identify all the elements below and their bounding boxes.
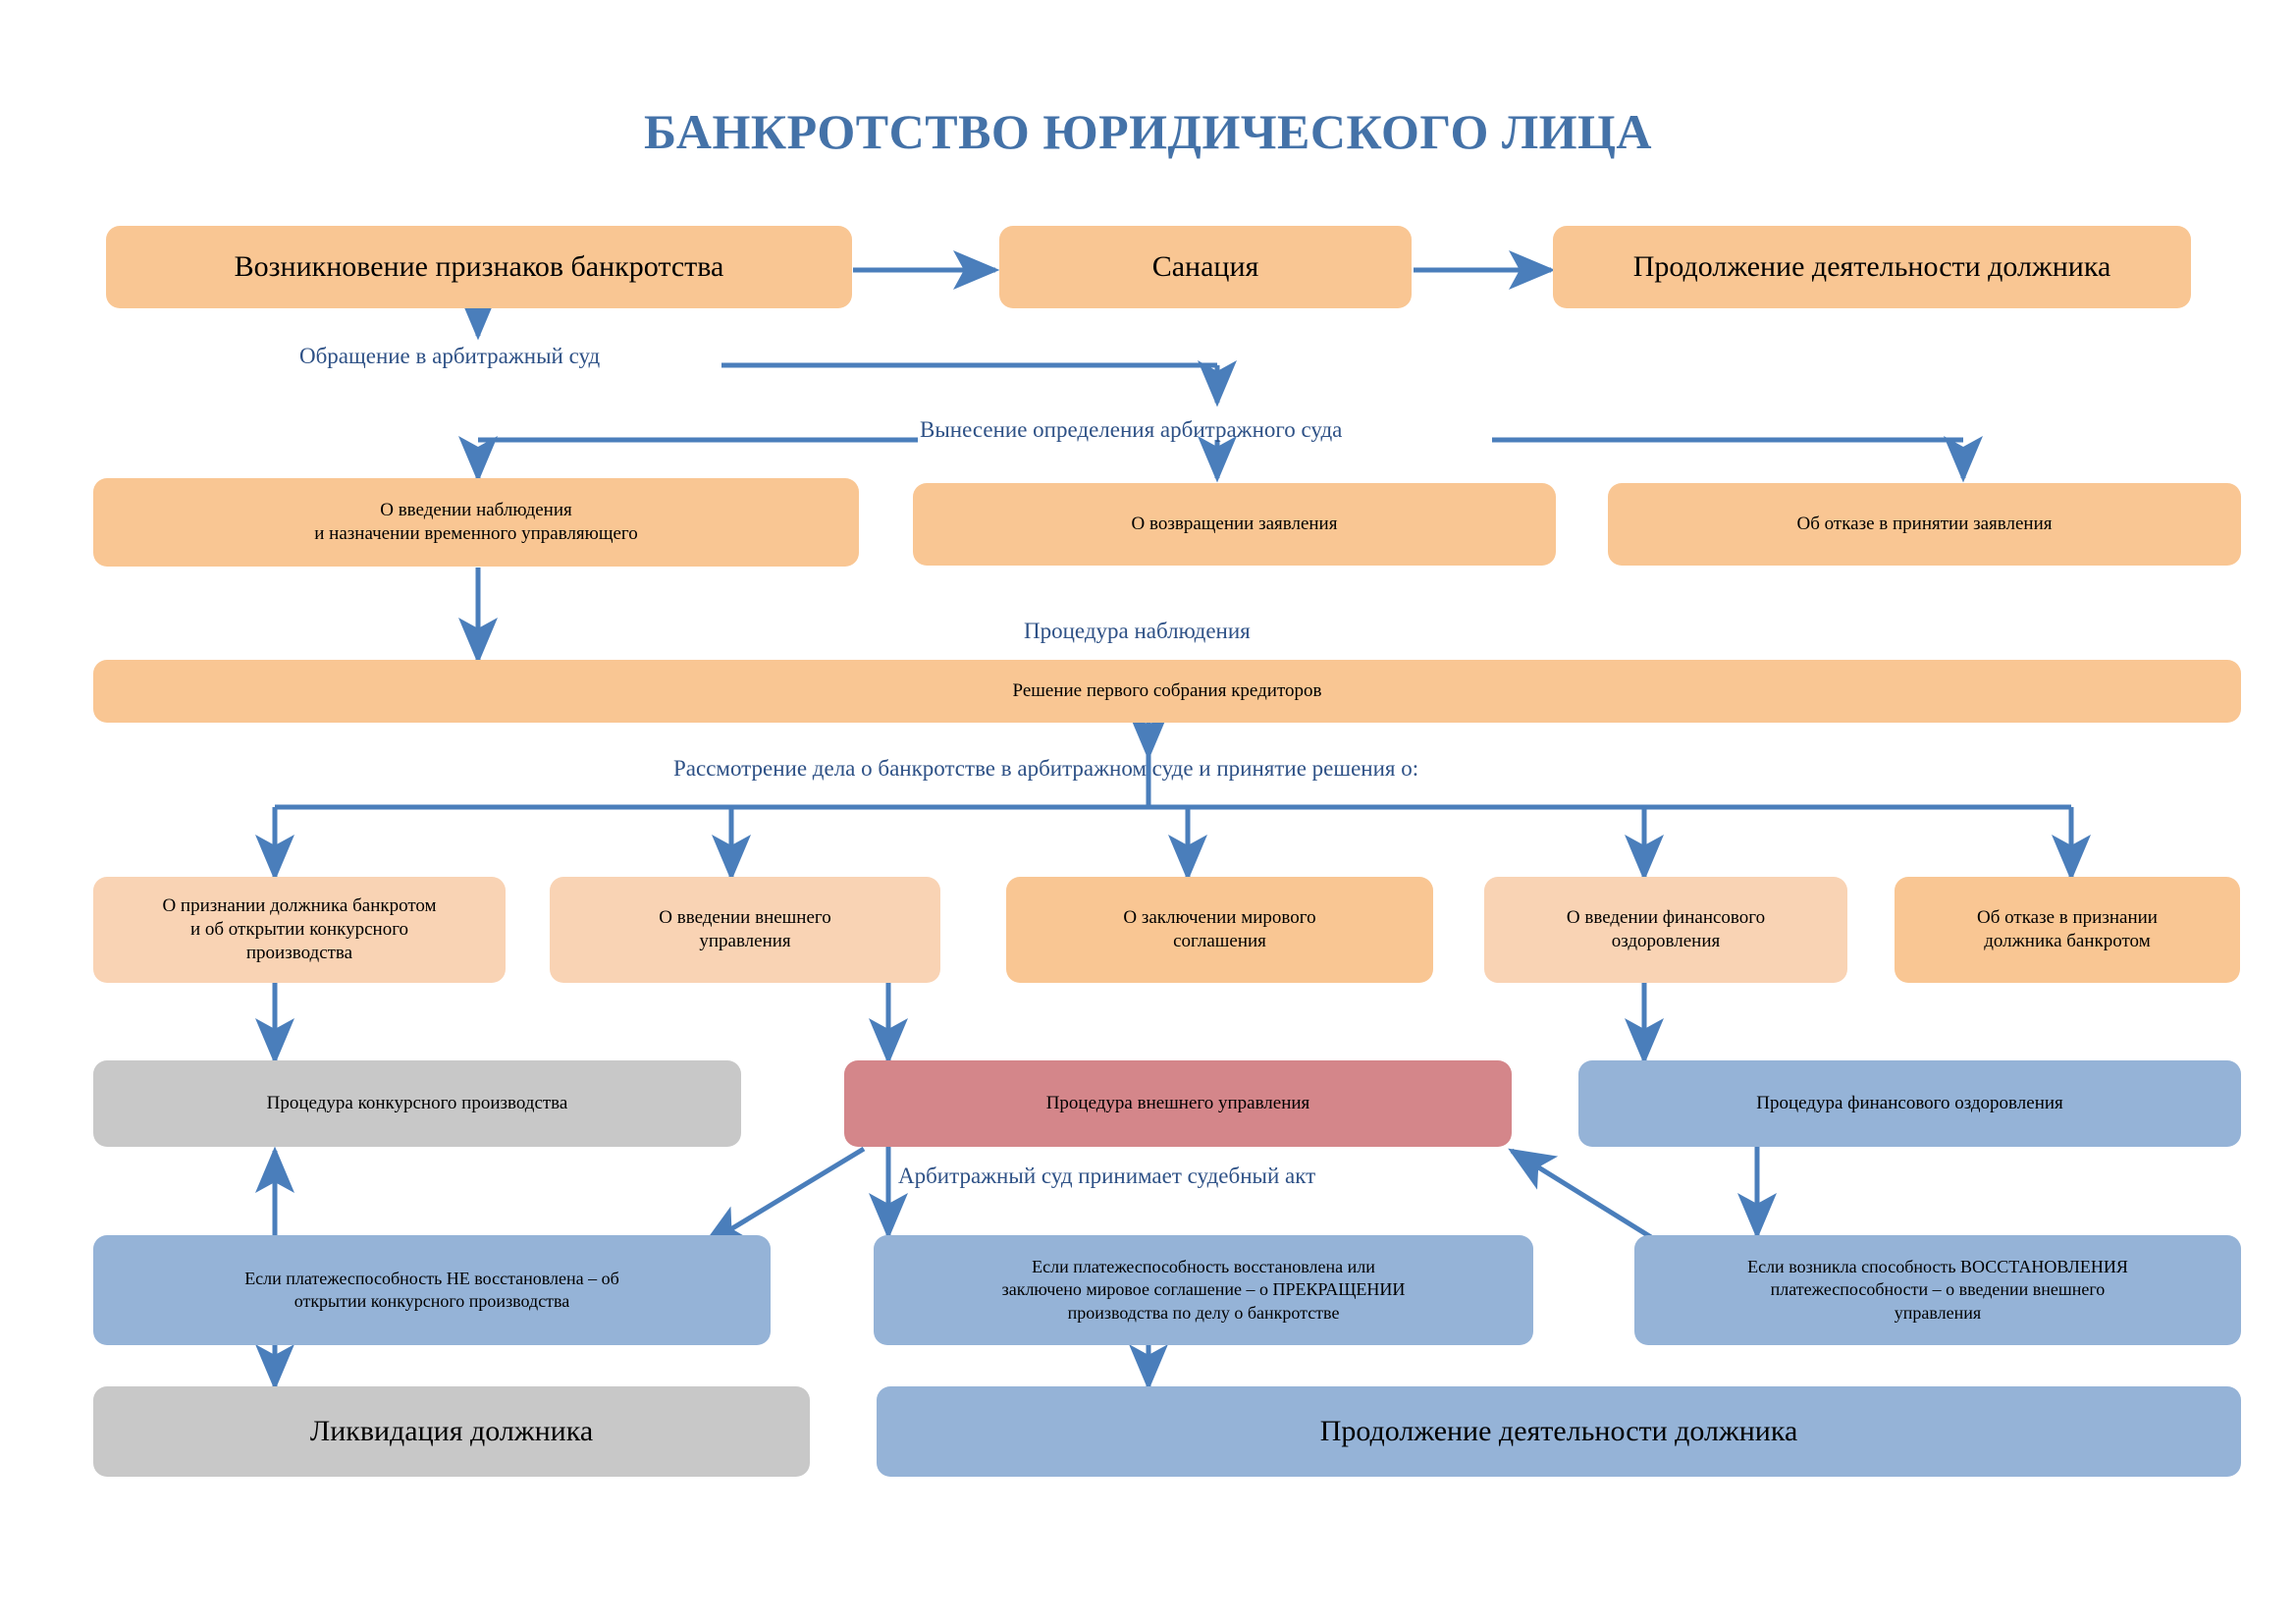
box-decision-financial-rehabilitation[interactable]: О введении финансового оздоровления	[1484, 877, 1847, 983]
page-title: БАНКРОТСТВО ЮРИДИЧЕСКОГО ЛИЦА	[643, 104, 1653, 159]
box-decision-bankrupt-receivership-label: О признании должника банкротом и об откр…	[162, 894, 437, 964]
box-first-creditors-meeting[interactable]: Решение первого собрания кредиторов	[93, 660, 2241, 723]
box-decision-refuse-bankruptcy-label: Об отказе в признании должника банкротом	[1977, 906, 2158, 951]
box-decision-financial-rehabilitation-label: О введении финансового оздоровления	[1566, 906, 1766, 951]
label-court-act: Арбитражный суд принимает судебный акт	[898, 1164, 1316, 1188]
box-observation-appointment[interactable]: О введении наблюдения и назначении време…	[93, 478, 859, 567]
box-liquidation[interactable]: Ликвидация должника	[93, 1386, 810, 1477]
box-condition-restoration-possible-label: Если возникла способность ВОССТАНОВЛЕНИЯ…	[1747, 1257, 2128, 1323]
label-court-ruling: Вынесение определения арбитражного суда	[920, 417, 1343, 442]
box-condition-restoration-possible[interactable]: Если возникла способность ВОССТАНОВЛЕНИЯ…	[1634, 1235, 2241, 1345]
box-continue-activity-top[interactable]: Продолжение деятельности должника	[1553, 226, 2191, 308]
box-condition-solvency-restored[interactable]: Если платежеспособность восстановлена ил…	[874, 1235, 1533, 1345]
label-case-review: Рассмотрение дела о банкротстве в арбитр…	[673, 756, 1419, 781]
box-condition-solvency-not-restored-label: Если платежеспособность НЕ восстановлена…	[244, 1268, 619, 1311]
label-observation-procedure: Процедура наблюдения	[1024, 619, 1251, 643]
arrow-cond3-to-external	[1508, 1148, 1661, 1245]
box-decision-refuse-bankruptcy[interactable]: Об отказе в признании должника банкротом	[1895, 877, 2240, 983]
box-decision-external-management[interactable]: О введении внешнего управления	[550, 877, 940, 983]
box-refuse-acceptance[interactable]: Об отказе в принятии заявления	[1608, 483, 2241, 566]
box-condition-solvency-restored-label: Если платежеспособность восстановлена ил…	[1001, 1257, 1406, 1323]
box-refuse-acceptance-label: Об отказе в принятии заявления	[1796, 513, 2053, 534]
box-external-management-procedure[interactable]: Процедура внешнего управления	[844, 1060, 1512, 1147]
arrow-external-to-cond1	[701, 1146, 866, 1248]
box-observation-appointment-label: О введении наблюдения и назначении време…	[314, 499, 638, 544]
label-court-appeal: Обращение в арбитражный суд	[299, 344, 601, 368]
box-decision-external-management-label: О введении внешнего управления	[659, 906, 831, 951]
box-return-application-label: О возвращении заявления	[1131, 513, 1338, 534]
box-continue-activity-bottom[interactable]: Продолжение деятельности должника	[877, 1386, 2241, 1477]
box-receivership-procedure[interactable]: Процедура конкурсного производства	[93, 1060, 741, 1147]
box-decision-amicable-agreement[interactable]: О заключении мирового соглашения	[1006, 877, 1433, 983]
box-return-application[interactable]: О возвращении заявления	[913, 483, 1556, 566]
box-financial-rehabilitation-procedure[interactable]: Процедура финансового оздоровления	[1578, 1060, 2241, 1147]
box-sanation[interactable]: Санация	[999, 226, 1412, 308]
box-decision-bankrupt-receivership[interactable]: О признании должника банкротом и об откр…	[93, 877, 506, 983]
box-condition-solvency-not-restored[interactable]: Если платежеспособность НЕ восстановлена…	[93, 1235, 771, 1345]
box-decision-amicable-agreement-label: О заключении мирового соглашения	[1123, 906, 1316, 951]
box-bankruptcy-signs[interactable]: Возникновение признаков банкротства	[106, 226, 852, 308]
